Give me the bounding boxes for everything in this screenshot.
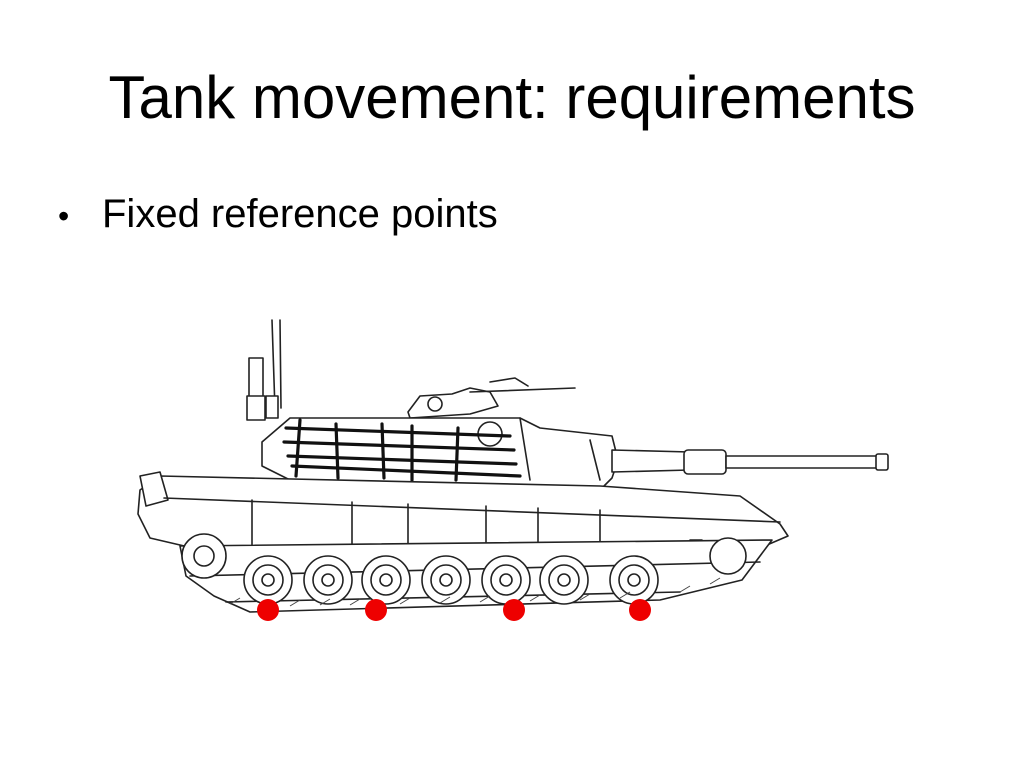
- bullet-marker: •: [58, 198, 70, 234]
- muzzle: [875, 453, 889, 471]
- rack-post-1: [294, 418, 302, 478]
- antenna-tall-2: [279, 319, 282, 409]
- rack-rail-1: [284, 426, 512, 438]
- rear-sprocket-hub: [193, 545, 215, 567]
- rack-post-5: [454, 426, 460, 482]
- road-wheel: [421, 555, 471, 605]
- reference-point-2: [365, 599, 387, 621]
- cupola: [407, 387, 499, 419]
- antenna-base-left: [246, 395, 266, 421]
- road-wheel: [243, 555, 293, 605]
- rear-stowage: [139, 471, 169, 507]
- rack-post-3: [380, 422, 386, 480]
- cupola-gun-mount: [489, 377, 529, 387]
- bullet-item: • Fixed reference points: [58, 186, 498, 244]
- reference-points: [257, 599, 651, 621]
- rack-post-2: [334, 422, 340, 480]
- gun-barrel: [725, 455, 879, 469]
- reference-point-1: [257, 599, 279, 621]
- turret-panel-line-2: [589, 439, 601, 481]
- rack-rail-2: [282, 440, 516, 452]
- tank-drawing: [137, 319, 889, 621]
- road-wheel: [361, 555, 411, 605]
- road-wheel: [609, 555, 659, 605]
- rack-rail-3: [286, 454, 518, 466]
- reference-point-4: [629, 599, 651, 621]
- road-wheel: [539, 555, 589, 605]
- front-idler: [709, 537, 747, 575]
- rack-rail-4: [290, 464, 522, 478]
- cupola-gun: [469, 387, 576, 393]
- turret-panel-line: [519, 417, 531, 481]
- bore-evacuator: [683, 449, 727, 475]
- cupola-hatch: [427, 396, 443, 412]
- gun-mantlet: [611, 449, 691, 473]
- antenna-tall: [271, 319, 276, 411]
- hull-skirt-top: [163, 497, 781, 523]
- reference-point-3: [503, 599, 525, 621]
- antenna-base: [265, 395, 279, 419]
- rear-sprocket: [181, 533, 227, 579]
- tank-diagram: [0, 300, 1024, 640]
- slide-title: Tank movement: requirements: [108, 64, 916, 131]
- road-wheel: [303, 555, 353, 605]
- bullet-list: • Fixed reference points: [58, 186, 498, 244]
- bullet-text: Fixed reference points: [102, 192, 498, 236]
